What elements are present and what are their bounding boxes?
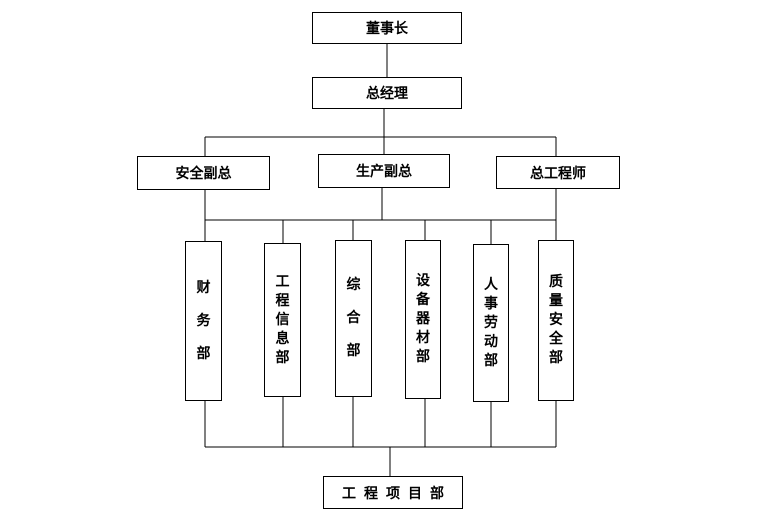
dept-equipment-box: 设备器材部 bbox=[405, 240, 441, 399]
dept-general-affairs-label: 综合部 bbox=[346, 277, 361, 359]
dept-finance-box: 财务部 bbox=[185, 241, 222, 401]
safety-deputy-label: 安全副总 bbox=[175, 166, 232, 182]
chief-engineer-label: 总工程师 bbox=[530, 165, 586, 182]
dept-personnel-label: 人事劳动部 bbox=[484, 276, 498, 369]
chairman-box: 董事长 bbox=[312, 12, 462, 44]
dept-engineering-info-box: 工程信息部 bbox=[264, 243, 301, 397]
production-deputy-label: 生产副总 bbox=[356, 164, 412, 180]
safety-deputy-box: 安全副总 bbox=[137, 156, 270, 190]
general-manager-label: 总经理 bbox=[366, 86, 408, 102]
dept-general-affairs-box: 综合部 bbox=[335, 240, 372, 397]
project-dept-box: 工程项目部 bbox=[323, 476, 463, 509]
dept-finance-label: 财务部 bbox=[196, 279, 211, 362]
dept-personnel-box: 人事劳动部 bbox=[473, 244, 509, 402]
dept-engineering-info-label: 工程信息部 bbox=[275, 273, 290, 366]
dept-equipment-label: 设备器材部 bbox=[416, 273, 430, 365]
production-deputy-box: 生产副总 bbox=[318, 154, 450, 188]
dept-quality-safety-label: 质量安全部 bbox=[549, 274, 563, 366]
chief-engineer-box: 总工程师 bbox=[496, 156, 620, 189]
general-manager-box: 总经理 bbox=[312, 77, 462, 109]
chairman-label: 董事长 bbox=[366, 21, 408, 37]
project-dept-label: 工程项目部 bbox=[342, 485, 452, 502]
dept-quality-safety-box: 质量安全部 bbox=[538, 240, 574, 401]
